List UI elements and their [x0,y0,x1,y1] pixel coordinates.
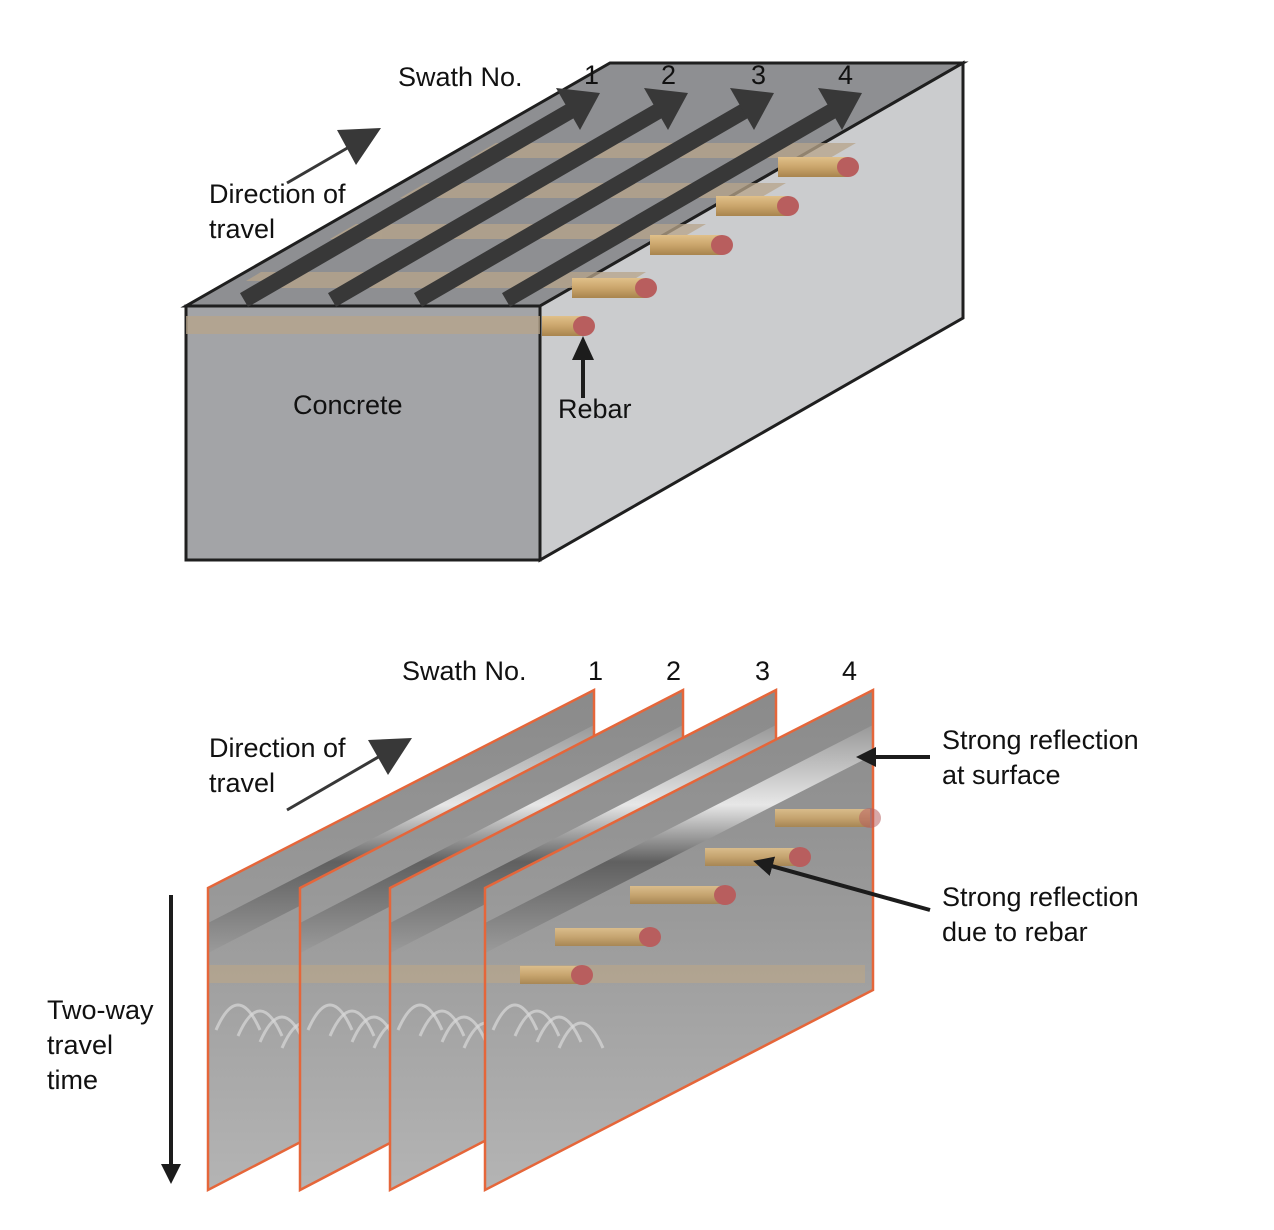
swath-arrow-3 [413,88,774,307]
surface-reflection-label-line2: at surface [942,760,1061,790]
top-direction-label-line1: Direction of [209,179,346,209]
rebar-label: Rebar [558,394,632,424]
rebar-rods [542,157,859,336]
bottom-swath-number-1: 1 [588,656,603,686]
bottom-swath-number-3: 3 [755,656,770,686]
bottom-swath-number-4: 4 [842,656,857,686]
travel-time-label-line2: travel [47,1030,113,1060]
top-swath-label: Swath No. [398,62,523,92]
rebar-rod-3 [650,235,733,255]
top-swath-number-2: 2 [661,60,676,90]
bottom-direction-label-line2: travel [209,768,275,798]
travel-time-label-line3: time [47,1065,98,1095]
rebar-reflections [520,808,881,985]
surface-reflection-label-line1: Strong reflection [942,725,1139,755]
swath-arrow-2 [327,88,688,307]
top-swath-number-4: 4 [838,60,853,90]
arrow-up-right-icon [286,738,412,812]
concrete-block-diagram: Swath No. 1 2 3 4 Direction of travel Co… [180,60,969,563]
swath-arrow-1 [239,88,600,307]
rebar-rod-4 [716,196,799,216]
rebar-reflection-label-line1: Strong reflection [942,882,1139,912]
bottom-swath-number-2: 2 [666,656,681,686]
rebar-reflection-label-line2: due to rebar [942,917,1088,947]
travel-time-label-line1: Two-way [47,995,154,1025]
gpr-panels [206,687,881,1193]
rebar-rod-2 [572,278,657,298]
concrete-label: Concrete [293,390,403,420]
arrow-pointer-icon [753,856,931,912]
arrow-pointer-icon [572,336,594,398]
gpr-panels-diagram: Swath No. 1 2 3 4 Direction of travel St… [47,656,1139,1193]
rebar-rod-1 [542,316,595,336]
rebar-rod-5 [778,157,859,177]
top-direction-label-line2: travel [209,214,275,244]
arrow-up-right-icon [286,128,381,185]
top-swath-number-3: 3 [751,60,766,90]
swath-arrows [239,88,862,307]
bottom-swath-label: Swath No. [402,656,527,686]
block-front-face [184,304,542,562]
bottom-direction-label-line1: Direction of [209,733,346,763]
swath-arrow-4 [501,88,862,307]
top-swath-number-1: 1 [584,60,599,90]
